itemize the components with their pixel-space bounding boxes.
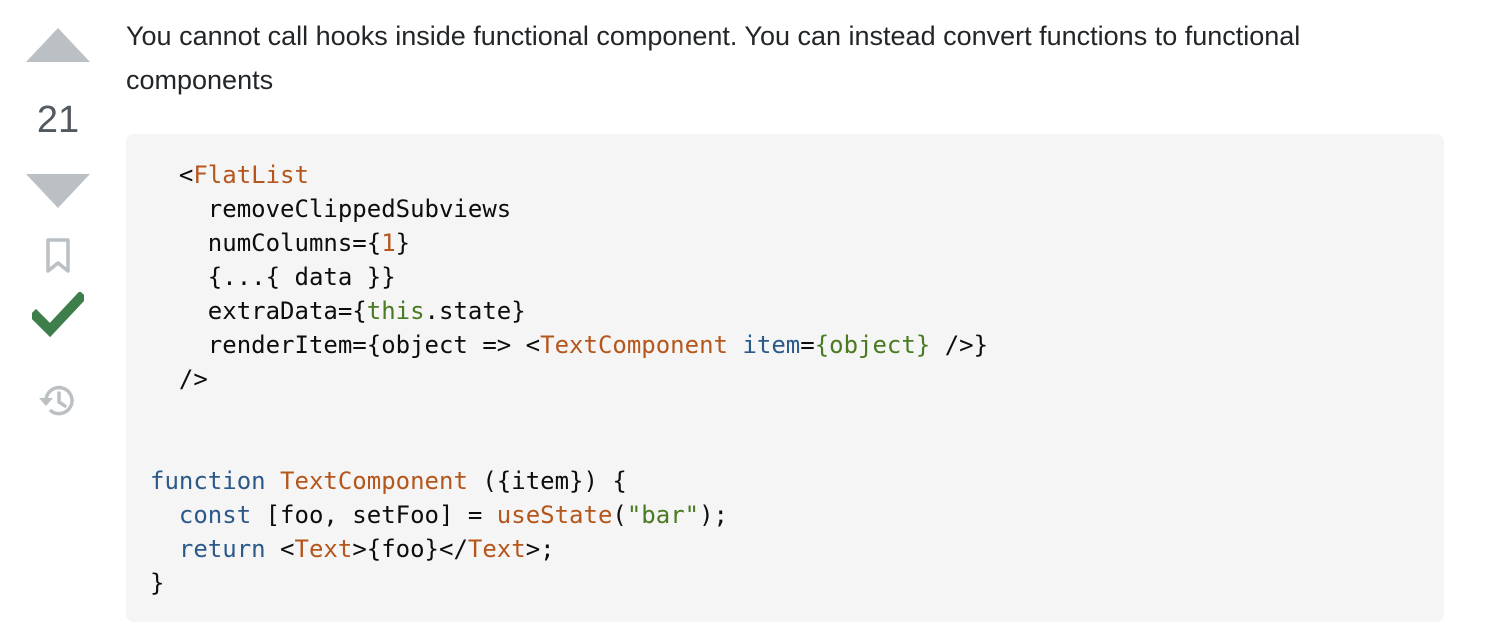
code-token: } [395, 229, 411, 257]
code-token: item [742, 331, 801, 359]
bookmark-button[interactable] [44, 238, 72, 274]
code-token [266, 467, 280, 495]
triangle-down-icon [26, 174, 90, 208]
code-token: TextComponent [540, 331, 728, 359]
upvote-button[interactable] [26, 28, 90, 62]
code-token [150, 535, 179, 563]
code-token: />} [930, 331, 989, 359]
code-line: extraData={this.state} [150, 297, 526, 325]
code-token: function [150, 467, 266, 495]
code-line: {...{ data }} [150, 263, 396, 291]
code-token: < [150, 161, 194, 189]
code-token: renderItem={object => < [150, 331, 541, 359]
bookmark-icon [46, 238, 70, 273]
answer-body: You cannot call hooks inside functional … [126, 14, 1456, 102]
code-line: renderItem={object => <TextComponent ite… [150, 331, 988, 359]
code-line: numColumns={1} [150, 229, 410, 257]
code-token [150, 501, 179, 529]
code-line: function TextComponent ({item}) { [150, 467, 627, 495]
code-token: TextComponent [280, 467, 468, 495]
code-content: <FlatList removeClippedSubviews numColum… [150, 158, 988, 600]
code-token [728, 331, 742, 359]
triangle-up-icon [26, 28, 90, 62]
code-token: .state} [424, 297, 526, 325]
checkmark-icon [28, 290, 88, 338]
vote-column: 21 [0, 0, 116, 636]
vote-count: 21 [36, 99, 80, 141]
code-line: const [foo, setFoo] = useState("bar"); [150, 501, 728, 529]
code-token: extraData={ [150, 297, 367, 325]
code-token: numColumns={ [150, 229, 382, 257]
code-token: this [366, 297, 425, 325]
code-token: FlatList [193, 161, 309, 189]
code-token: ( [612, 501, 627, 529]
code-token: const [178, 501, 252, 529]
accepted-answer-indicator [28, 290, 88, 338]
code-block: <FlatList removeClippedSubviews numColum… [126, 134, 1444, 622]
code-token: >{foo}</ [352, 535, 468, 563]
code-token: Text [294, 535, 353, 563]
code-token: [foo, setFoo] = [251, 501, 497, 529]
code-token: ({item}) { [467, 467, 627, 495]
code-line: } [150, 569, 165, 597]
code-token: >; [525, 535, 555, 563]
history-icon [39, 385, 74, 416]
code-line: removeClippedSubviews [150, 195, 512, 223]
code-token: ); [699, 501, 728, 529]
code-line: <FlatList [150, 161, 309, 189]
code-token: return [178, 535, 266, 563]
answer-text: You cannot call hooks inside functional … [126, 21, 1301, 95]
code-token: 1 [381, 229, 396, 257]
code-token: useState [496, 501, 613, 529]
code-line: /> [150, 365, 208, 393]
code-token: {object} [814, 331, 931, 359]
code-token: Text [467, 535, 526, 563]
code-token: "bar" [626, 501, 700, 529]
code-line: return <Text>{foo}</Text>; [150, 535, 555, 563]
revision-history-button[interactable] [37, 380, 79, 422]
code-token: = [800, 331, 815, 359]
downvote-button[interactable] [26, 174, 90, 208]
code-token: < [265, 535, 295, 563]
